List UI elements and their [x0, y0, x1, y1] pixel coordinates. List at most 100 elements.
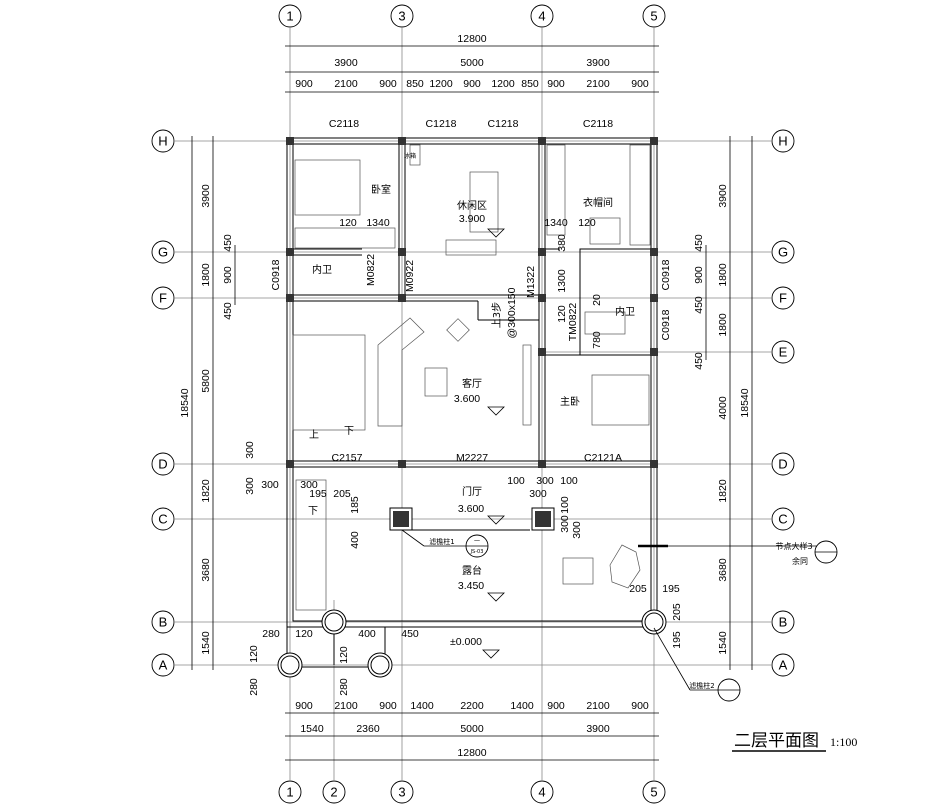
svg-text:B: B: [779, 615, 788, 630]
axis-bubble-left-G: G: [151, 240, 175, 264]
room-master: 主卧: [560, 395, 580, 408]
svg-text:2100: 2100: [334, 700, 358, 712]
svg-text:2100: 2100: [586, 78, 610, 90]
svg-text:450: 450: [693, 352, 705, 370]
svg-text:12800: 12800: [457, 33, 486, 45]
svg-text:280: 280: [248, 678, 260, 696]
armchair: [446, 318, 470, 342]
door-label: M0822: [365, 254, 377, 286]
svg-text:18540: 18540: [739, 388, 751, 417]
svg-text:1820: 1820: [717, 479, 729, 503]
svg-text:1540: 1540: [300, 723, 324, 735]
patio-table: [562, 557, 594, 585]
svg-text:300: 300: [300, 479, 318, 491]
window-label: C2121A: [584, 452, 622, 464]
axis-bubble-bottom-2: 2: [322, 780, 346, 804]
right-dimensions: 3900 1800 1800 4000 1820 3680 1540 450 9…: [693, 184, 751, 655]
room-living: 客厅: [462, 377, 482, 390]
svg-text:450: 450: [693, 234, 705, 252]
svg-text:5800: 5800: [200, 369, 212, 393]
axis-bubble-top-5: 5: [642, 4, 666, 28]
svg-text:900: 900: [463, 78, 481, 90]
svg-text:A: A: [159, 658, 168, 673]
closet-shelf-right: [629, 144, 651, 246]
svg-text:100: 100: [560, 475, 578, 487]
svg-text:3: 3: [398, 785, 405, 800]
svg-text:2: 2: [330, 785, 337, 800]
svg-text:120: 120: [295, 628, 313, 640]
bed-left: [294, 159, 361, 216]
svg-text:B: B: [159, 615, 168, 630]
level-ground: ±0.000: [450, 636, 482, 648]
svg-text:185: 185: [349, 496, 361, 514]
svg-text:1800: 1800: [717, 313, 729, 337]
svg-text:900: 900: [547, 700, 565, 712]
tv-cabinet: [522, 344, 532, 426]
svg-text:5: 5: [650, 9, 657, 24]
svg-text:E: E: [779, 345, 788, 360]
window-label: C0918: [270, 259, 282, 290]
svg-text:300: 300: [261, 479, 279, 491]
svg-text:195: 195: [662, 583, 680, 595]
detail-notes: 120 1340 1340 120 380 1300 120 20 780 30…: [244, 217, 838, 702]
axis-bubble-bottom-1: 1: [278, 780, 302, 804]
svg-text:850: 850: [521, 78, 539, 90]
fridge-label: 冰箱: [404, 152, 416, 160]
svg-text:400: 400: [349, 531, 361, 549]
svg-text:2100: 2100: [334, 78, 358, 90]
level-terrace: 3.450: [458, 580, 484, 592]
axis-bubble-right-H: H: [771, 129, 795, 153]
svg-text:900: 900: [379, 700, 397, 712]
callout-column1: 滤檐柱1: [429, 537, 454, 546]
coffee-table: [424, 367, 448, 397]
parasol: [609, 544, 641, 589]
svg-text:900: 900: [631, 700, 649, 712]
axis-bubble-top-4: 4: [530, 4, 554, 28]
svg-text:4: 4: [538, 9, 545, 24]
staircase: [292, 334, 366, 431]
room-terrace: 露台: [462, 564, 482, 577]
svg-text:G: G: [158, 245, 168, 260]
dimension-lines: [191, 45, 753, 761]
axis-bubble-left-A: A: [151, 653, 175, 677]
svg-text:300: 300: [559, 515, 571, 533]
svg-text:H: H: [778, 134, 787, 149]
room-bedroom: 卧室: [371, 183, 391, 196]
axis-bubble-right-E: E: [771, 340, 795, 364]
room-bath-left: 内卫: [312, 263, 332, 276]
drawing-title: 二层平面图 1:100: [732, 731, 857, 752]
svg-text:3900: 3900: [586, 57, 610, 69]
svg-text:3900: 3900: [717, 184, 729, 208]
closet-shelf-left: [546, 144, 566, 236]
room-closet: 衣帽间: [583, 196, 613, 209]
window-label: C0918: [660, 309, 672, 340]
svg-text:5000: 5000: [460, 723, 484, 735]
svg-text:380: 380: [556, 234, 568, 252]
callout-same: 余同: [792, 556, 808, 566]
svg-text:900: 900: [222, 266, 234, 284]
svg-text:120: 120: [338, 646, 350, 664]
svg-text:3900: 3900: [586, 723, 610, 735]
window-label: C2118: [583, 118, 613, 130]
axis-bubble-left-C: C: [151, 507, 175, 531]
svg-text:300: 300: [536, 475, 554, 487]
svg-text:H: H: [158, 134, 167, 149]
window-label: C1218: [488, 118, 519, 130]
sofa: [377, 317, 425, 427]
steps-label: 上3步: [491, 302, 503, 328]
svg-text:1800: 1800: [717, 263, 729, 287]
title-name: 二层平面图: [734, 731, 819, 751]
svg-text:900: 900: [631, 78, 649, 90]
svg-text:120: 120: [578, 217, 596, 229]
svg-text:1400: 1400: [510, 700, 534, 712]
svg-text:5: 5: [650, 785, 657, 800]
door-label: M2227: [456, 452, 488, 464]
opening-labels: C2118 C1218 C1218 C2118 C0918 C0918 C091…: [270, 118, 672, 464]
furniture: [292, 144, 651, 611]
room-foyer: 门厅: [462, 485, 482, 498]
svg-text:1340: 1340: [544, 217, 568, 229]
svg-text:280: 280: [338, 678, 350, 696]
svg-text:D: D: [158, 457, 167, 472]
svg-text:A: A: [779, 658, 788, 673]
svg-text:1300: 1300: [556, 269, 568, 293]
